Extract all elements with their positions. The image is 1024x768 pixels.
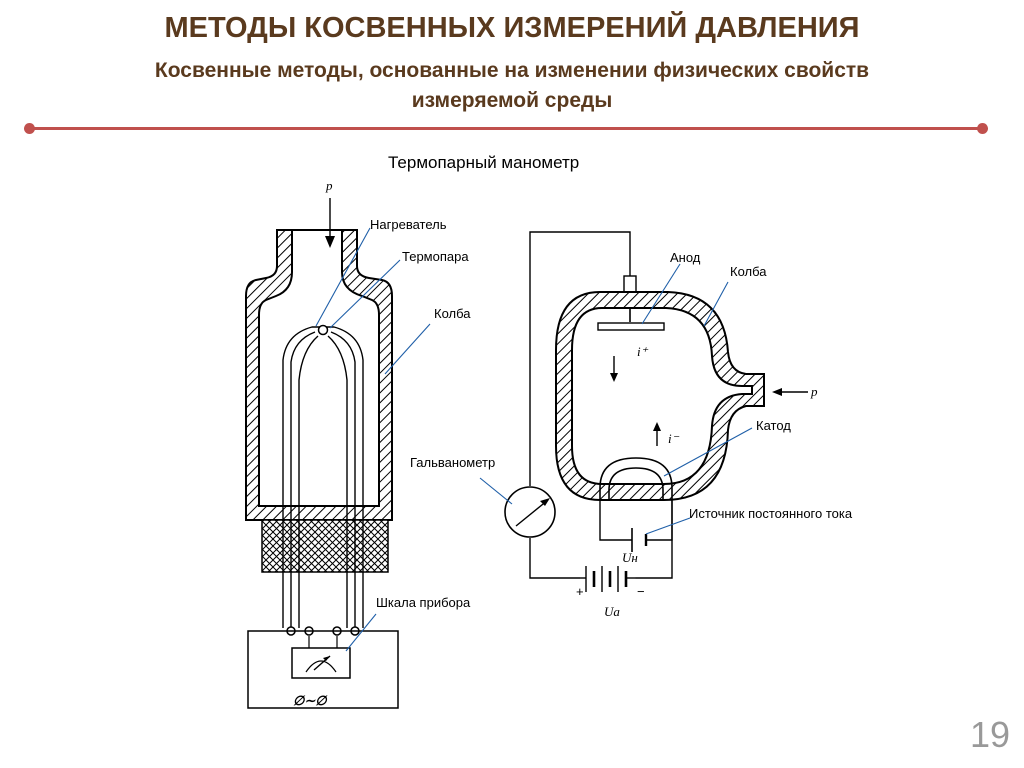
divider-dot-right [977, 123, 988, 134]
cathode-filament-outer [599, 457, 673, 500]
circuit-wire-bottom [529, 538, 580, 579]
cathode-label: Катод [756, 418, 791, 433]
cathode-leader [663, 427, 753, 477]
left-bulb-label: Колба [434, 306, 471, 321]
scale-arc [305, 660, 337, 673]
subtitle-line-2: измеряемой среды [411, 89, 613, 112]
cathode-filament-inner [608, 467, 664, 500]
heater-label: Нагреватель [370, 217, 447, 232]
left-bulb-leader [384, 323, 431, 375]
divider-dot-left [24, 123, 35, 134]
subtitle-line-1: Косвенные методы, основанные на изменени… [154, 59, 870, 82]
left-bulb-base [261, 519, 389, 573]
anode-label: Анод [670, 250, 701, 265]
heater-leader [315, 227, 371, 327]
measuring-circuit [247, 630, 399, 709]
thermocouple-wire-right [327, 335, 348, 628]
right-bulb-wall [555, 291, 765, 501]
circuit-wire-battery-right [636, 500, 673, 579]
circuit-wire-top [529, 231, 631, 486]
heater-wire-outer [282, 326, 322, 628]
battery-minus: − [637, 584, 645, 599]
thermocouple-junction [317, 324, 329, 336]
cathode-wire-right [646, 500, 673, 541]
anode-voltage-label: Ua [604, 604, 620, 619]
heater-wire-inner [290, 331, 316, 628]
diagram-title: Термопарный манометр [388, 153, 580, 172]
heater-wire-outer-right [324, 326, 364, 628]
scale-leader [345, 613, 377, 652]
ion-current-label: i⁺ [637, 344, 649, 359]
heater-wire-inner-right [330, 331, 356, 628]
cathode-wire-left [599, 500, 632, 541]
right-pressure-label: p [810, 384, 818, 399]
electron-current-label: i⁻ [668, 431, 680, 446]
right-bulb-leader [703, 281, 729, 327]
anode-battery [580, 566, 636, 592]
page-number: 19 [969, 714, 1010, 755]
left-pressure-label: p [325, 178, 333, 193]
galvanometer-leader [479, 477, 513, 505]
battery-plus: + [576, 584, 584, 599]
dc-source-leader [645, 517, 691, 535]
galvanometer-label: Гальванометр [410, 455, 495, 470]
ac-supply-symbol: ∅∼∅ [293, 693, 328, 708]
anode-leader [641, 263, 681, 325]
ionization-gauge: i⁺ i⁻ p Uн + − Ua [410, 231, 853, 619]
anode-plate [597, 322, 665, 331]
divider-line [30, 127, 982, 130]
slide-title: МЕТОДЫ КОСВЕННЫХ ИЗМЕРЕНИЙ ДАВЛЕНИЯ [164, 12, 860, 44]
heater-voltage-label: Uн [622, 550, 638, 565]
thermocouple-leader [329, 259, 401, 329]
scale-label: Шкала прибора [376, 595, 471, 610]
dc-source-label: Источник постоянного тока [689, 506, 853, 521]
slide-subtitle: Косвенные методы, основанные на изменени… [0, 56, 1024, 116]
thermocouple-gauge: ∅∼∅ p Нагреватель Термопара Колба Шкала … [245, 178, 471, 709]
title-divider [24, 122, 988, 134]
right-bulb-label: Колба [730, 264, 767, 279]
left-bulb-wall [245, 229, 393, 521]
galvanometer [504, 486, 556, 538]
thermocouple-label: Термопара [402, 249, 469, 264]
thermocouple-wire-left [298, 335, 319, 628]
